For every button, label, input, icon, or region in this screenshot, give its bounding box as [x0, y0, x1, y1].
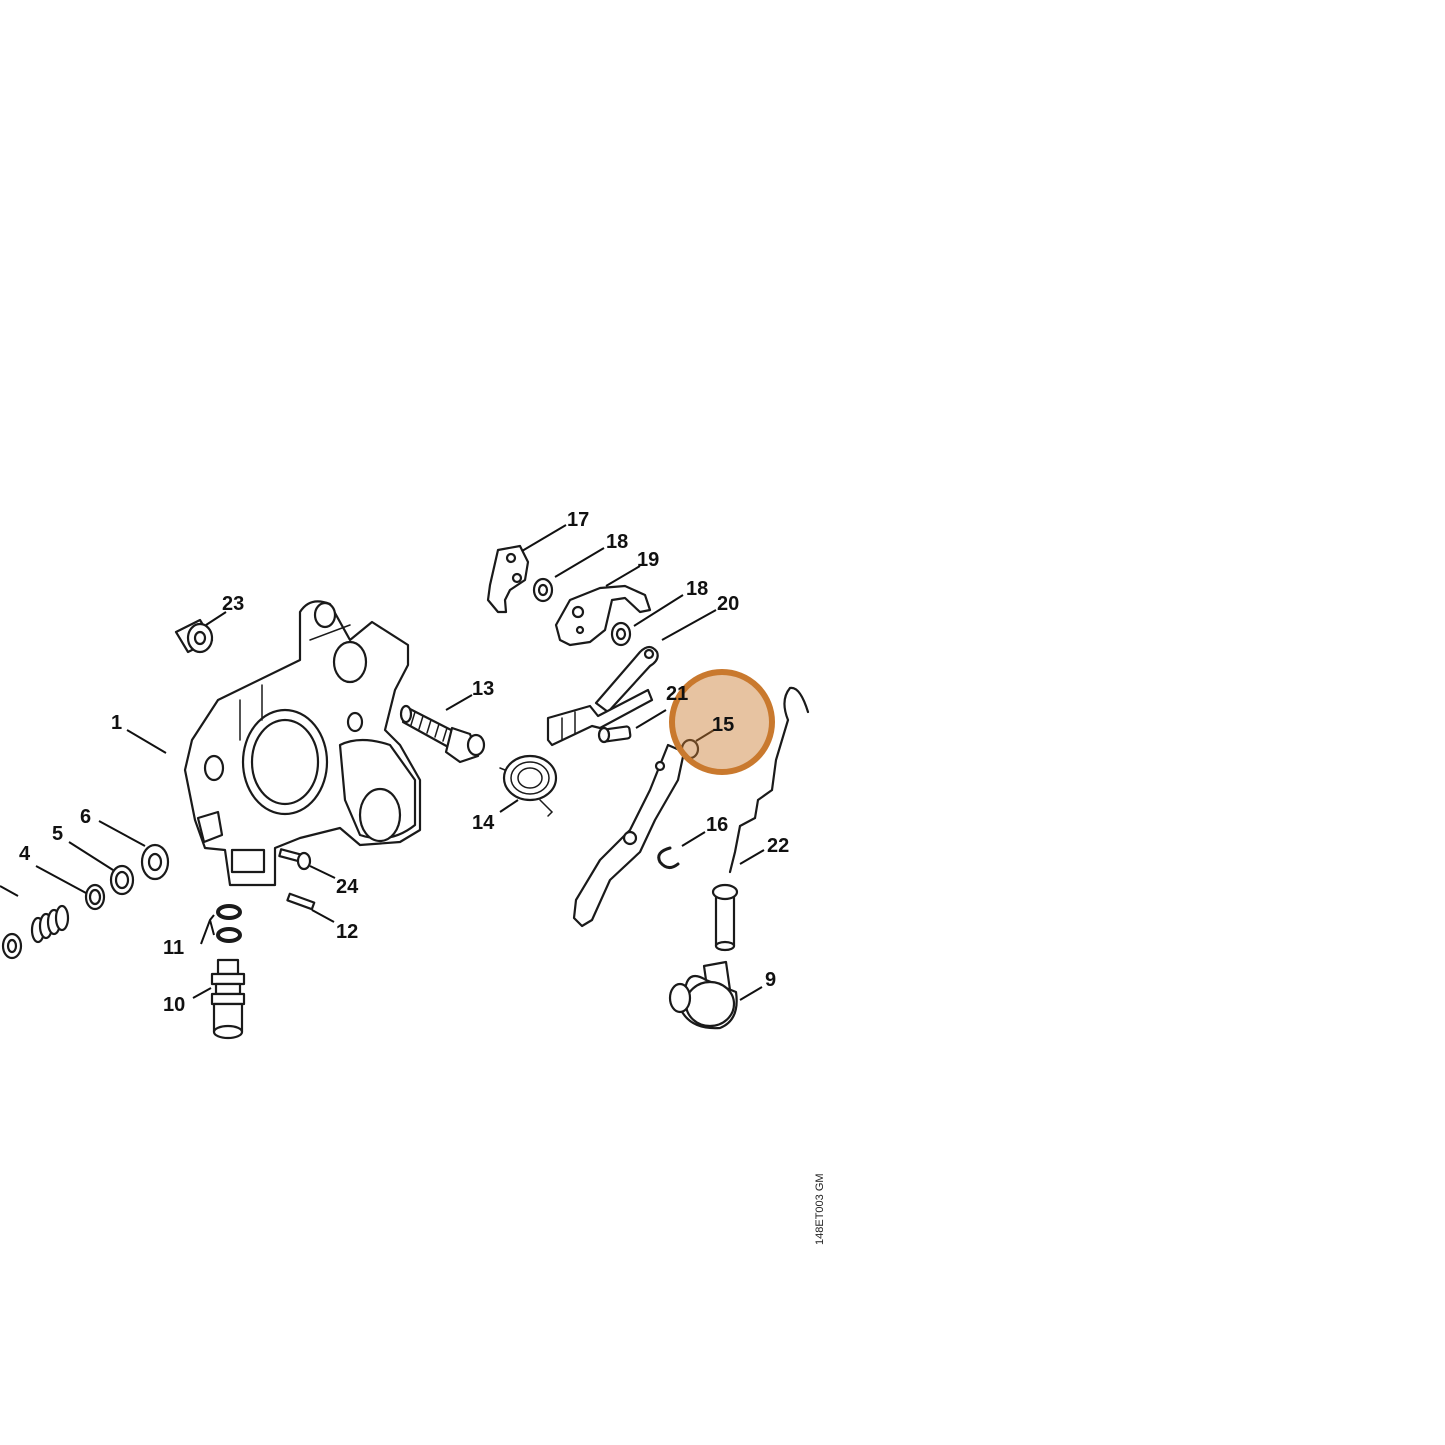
leader-lines [0, 524, 765, 1001]
spring [1, 904, 70, 960]
callout-23: 23 [222, 593, 244, 615]
callout-10: 10 [163, 994, 185, 1016]
part-24-screw [278, 848, 312, 871]
part-20-link [594, 645, 659, 714]
part-16-circlip [657, 846, 680, 869]
callout-labels: 1 23 6 5 4 24 12 11 10 13 14 17 18 19 18… [19, 509, 789, 1016]
part-1-pump-housing [183, 600, 422, 887]
callout-4: 4 [19, 843, 31, 865]
callout-1: 1 [111, 712, 122, 734]
callout-11: 11 [163, 937, 184, 959]
part-12-pin [286, 892, 316, 911]
callout-20: 20 [717, 593, 739, 615]
part-21-bracket [546, 688, 654, 747]
part-6-washer [140, 843, 170, 881]
callout-18b: 18 [686, 578, 708, 600]
callout-24: 24 [336, 876, 359, 898]
part-18a-washer [532, 577, 554, 603]
callout-19: 19 [637, 549, 659, 571]
part-11-o-rings [216, 904, 242, 943]
part-4-washer [84, 883, 106, 911]
callout-22: 22 [767, 835, 789, 857]
highlight-ring-part-15 [669, 669, 775, 775]
part-9-shaft [711, 883, 739, 952]
part-21-pin [597, 725, 632, 744]
callout-18a: 18 [606, 531, 628, 553]
callout-5: 5 [52, 823, 63, 845]
callout-12: 12 [336, 921, 358, 943]
callout-16: 16 [706, 814, 728, 836]
callout-21: 21 [666, 683, 688, 705]
part-17-lever-plate [486, 544, 530, 614]
part-5-washer [109, 864, 135, 896]
callout-9: 9 [765, 969, 776, 991]
drawing-code: 148ET003 GM [814, 1173, 826, 1245]
part-18b-washer [610, 621, 632, 647]
part-9-cam [668, 960, 738, 1030]
callout-14: 14 [472, 812, 495, 834]
brake-lever-arm [572, 743, 686, 928]
part-14-torsion-spring [499, 754, 558, 817]
part-19-lever [554, 584, 652, 647]
part-10-pump-piston [210, 958, 246, 1040]
callout-15: 15 [712, 714, 734, 736]
callout-17: 17 [567, 509, 589, 531]
part-13-adjusting-screw [399, 704, 486, 764]
callout-6: 6 [80, 806, 91, 828]
part-23-sleeve [174, 618, 214, 654]
part-22-wire-rod [728, 686, 810, 874]
callout-13: 13 [472, 678, 494, 700]
